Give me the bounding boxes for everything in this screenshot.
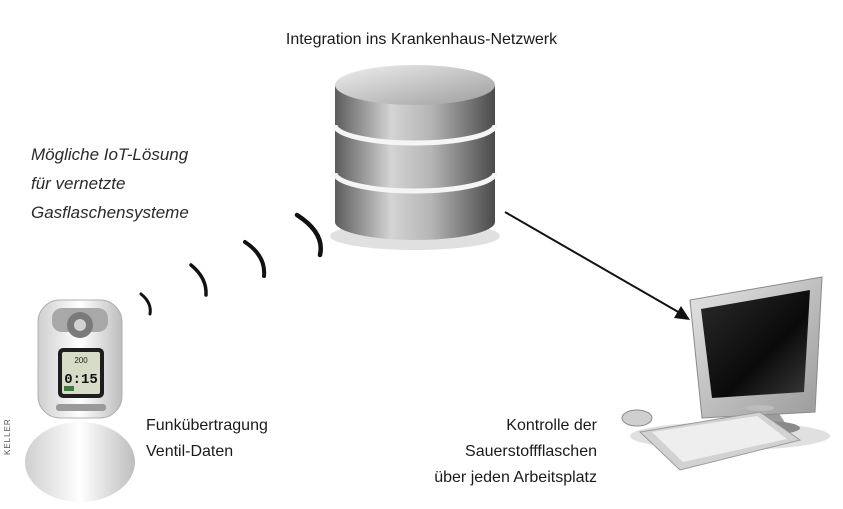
signal-arc-1	[139, 292, 152, 316]
workstation-label-line-2: Sauerstoffflaschen	[465, 443, 597, 460]
gas-valve-device-icon: 200 0:15	[25, 299, 135, 502]
signal-arc-3	[243, 240, 267, 278]
wireless-signal-icon	[139, 212, 323, 316]
signal-arc-2	[189, 263, 208, 297]
device-display-top: 200	[74, 356, 88, 365]
workstation-label-line-3: über jeden Arbeitsplatz	[434, 469, 597, 486]
signal-arc-4	[294, 212, 323, 258]
caption-line-3: Gasflaschensysteme	[31, 203, 189, 222]
caption-line-2: für vernetzte	[31, 174, 126, 193]
workstation-label-line-1: Kontrolle der	[506, 417, 597, 434]
caption-line-1: Mögliche IoT-Lösung	[31, 145, 189, 164]
workstation-label: Kontrolle der Sauerstoffflaschen über je…	[405, 413, 597, 491]
transmitter-label-line-1: Funkübertragung	[146, 417, 268, 434]
desktop-computer-icon	[621, 276, 830, 471]
device-display-time: 0:15	[64, 372, 98, 388]
transmitter-label-line-2: Ventil-Daten	[146, 443, 234, 460]
transmitter-label: Funkübertragung Ventil-Daten	[146, 413, 268, 465]
arrow-icon	[504, 211, 690, 320]
database-icon	[330, 65, 500, 250]
diagram-title: Integration ins Krankenhaus-Netzwerk	[285, 31, 558, 48]
iot-caption: Mögliche IoT-Lösung für vernetzte Gasfla…	[31, 140, 189, 227]
